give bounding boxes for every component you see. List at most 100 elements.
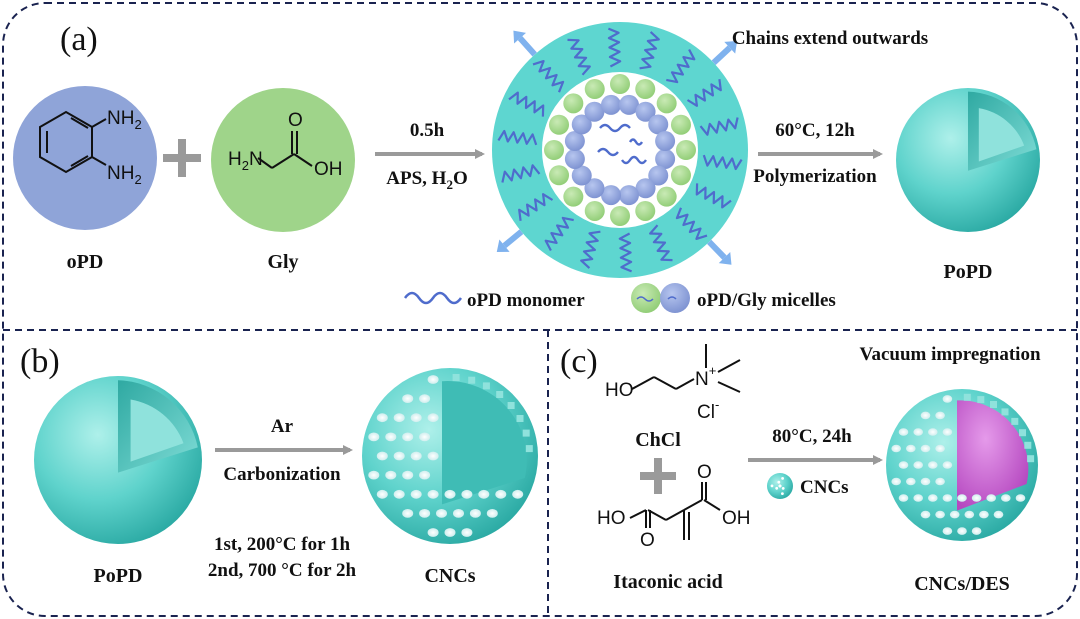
pore	[427, 489, 439, 499]
pore	[942, 494, 953, 502]
gly-bead	[584, 200, 605, 221]
plus-icon-c	[640, 458, 676, 494]
pore	[427, 528, 439, 537]
cncs-des-sphere	[886, 389, 1038, 541]
cncs-sphere-b	[362, 368, 538, 544]
pore	[942, 428, 953, 436]
opd-bead	[564, 131, 585, 152]
pore-edge	[452, 374, 460, 381]
carbonization-step-1: 1st, 200°C for 1h	[214, 534, 350, 555]
opd-bead	[618, 185, 639, 206]
gly-molecule: H2N O OH	[211, 88, 355, 232]
mini-pore	[781, 477, 784, 480]
gly-bead	[610, 206, 630, 226]
outward-arrows	[496, 30, 738, 265]
pore	[419, 432, 431, 442]
pore	[461, 489, 473, 499]
opd-bead	[571, 165, 592, 186]
pore-edge	[522, 429, 530, 437]
pore	[419, 470, 431, 480]
plus-icon	[163, 139, 201, 177]
pore	[993, 510, 1004, 519]
pore	[444, 528, 456, 537]
cncs-des-label: CNCs/DES	[914, 573, 1010, 595]
pore	[935, 510, 945, 519]
svg-text:O: O	[640, 530, 655, 551]
oligomer-chain	[501, 164, 541, 183]
oligomer-chain	[675, 207, 708, 240]
pore	[410, 413, 422, 423]
micelle-assembly	[492, 22, 748, 278]
opd-bead	[648, 114, 669, 135]
pore	[385, 470, 397, 480]
mini-pore	[775, 486, 779, 490]
impregnation-cncs-label: CNCs	[800, 477, 849, 498]
svg-text:N+: N+	[695, 363, 716, 390]
svg-text:Cl-: Cl-	[697, 397, 719, 423]
gly-bead	[676, 140, 696, 160]
opd-bead	[618, 94, 639, 115]
pore	[393, 451, 405, 461]
pore-edge	[963, 393, 971, 401]
oligomer-chain	[666, 48, 696, 84]
oligomer-chain	[686, 79, 722, 107]
pore	[461, 528, 473, 537]
gly-bead	[610, 74, 630, 94]
oligomer-chain	[618, 232, 633, 273]
pore	[942, 395, 953, 403]
pore	[928, 461, 938, 469]
pore	[368, 432, 380, 442]
outward-arrow	[707, 239, 732, 265]
sphere-inner-wall	[978, 108, 1025, 162]
pore	[427, 375, 439, 384]
pore-edge	[482, 382, 490, 390]
pore	[913, 428, 923, 436]
pore	[920, 444, 931, 453]
gly-micelle-beads	[544, 74, 696, 226]
popd-label-b: PoPD	[94, 565, 143, 587]
pore	[928, 428, 938, 436]
pore	[957, 527, 967, 535]
pore	[402, 470, 414, 480]
carbonization-step-2: 2nd, 700 °C for 2h	[208, 560, 357, 581]
pore	[1001, 494, 1011, 502]
chcl-label: ChCl	[635, 429, 681, 451]
oligomer-chain	[518, 193, 554, 221]
gly-bead	[544, 140, 564, 160]
oligomer-chain	[532, 60, 565, 93]
pore	[949, 510, 960, 519]
opd-micelle-beads	[564, 94, 676, 206]
panel-a-label: (a)	[60, 21, 98, 58]
pore	[495, 489, 507, 499]
pore	[469, 509, 481, 518]
inner-monomers	[597, 123, 647, 165]
pore-edge	[1011, 417, 1019, 425]
pore-edge	[977, 396, 985, 404]
svg-text:O: O	[697, 462, 712, 483]
pore	[957, 494, 967, 502]
pore	[376, 451, 388, 461]
oligomer-chains	[497, 27, 743, 273]
legend-micelle-label: oPD/Gly micelles	[697, 290, 836, 311]
pore-edge	[516, 415, 524, 422]
svg-text:NH2: NH2	[107, 108, 142, 132]
pore	[427, 413, 439, 423]
pore	[376, 413, 388, 423]
pore	[402, 394, 414, 403]
gly-bead	[656, 186, 677, 207]
pore	[942, 461, 953, 469]
gly-bead	[563, 93, 584, 114]
pore	[906, 477, 916, 486]
oligomer-chain	[567, 38, 591, 76]
pore	[1015, 494, 1026, 502]
step2-conditions: 60°C, 12h	[775, 120, 855, 141]
outward-arrow	[496, 229, 524, 253]
sphere-cut	[442, 380, 527, 505]
legend: oPD monomer oPD/Gly micelles	[403, 283, 836, 313]
gly-bead	[563, 186, 584, 207]
pore	[891, 444, 901, 453]
oligomer-chain	[497, 129, 538, 146]
pore	[920, 477, 931, 486]
